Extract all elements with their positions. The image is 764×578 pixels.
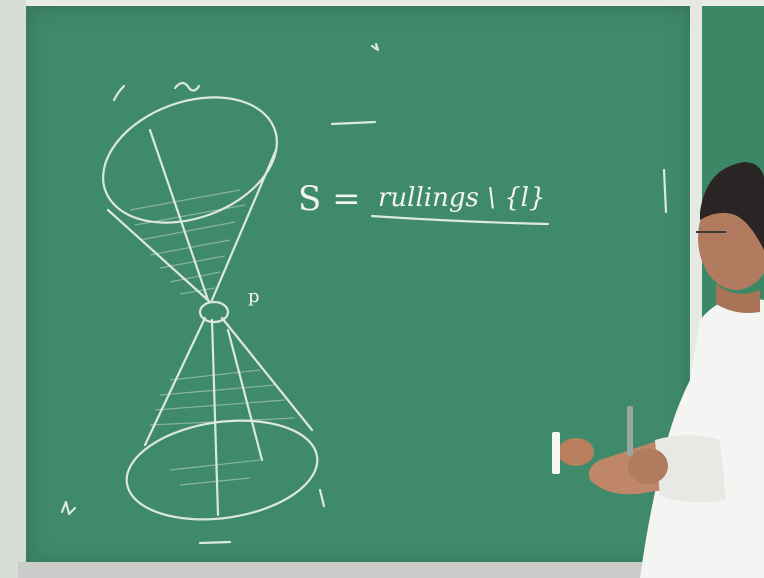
apex-label-p: p [248,286,260,307]
lecturer-figure [552,162,764,578]
chalk-mark-right [662,168,668,214]
upper-cone-ruling [148,128,210,302]
chalkboard-main [26,6,692,566]
lower-cone-left-side [143,316,207,447]
chalk-stick [552,432,560,474]
formula-rhs: rullings \ {l} [378,183,546,213]
pen-in-pocket [627,406,633,456]
upper-cone-left-side [106,208,212,304]
lower-shading [149,369,296,486]
lower-cone-ruling [210,318,220,517]
lower-cone-rim [125,419,319,521]
chalk-dash [330,120,377,126]
lecturer-hair [700,162,764,250]
lecturer-neck [716,284,760,313]
formula-lhs: S = [298,179,361,219]
chalk-mark-bottom-left [60,500,77,516]
upper-cone-rim [102,96,278,224]
lecturer-hand-2 [628,448,668,484]
board-bottom-frame [18,562,718,578]
upper-shading [129,189,246,295]
chalk-mark-top [173,81,201,92]
chalk-mark-left [112,84,126,102]
lecturer-hand [558,438,594,466]
chalk-mark-lower [318,488,326,508]
wall-left-edge [0,0,26,578]
chalk-mark-top-center [370,42,380,52]
lower-cone-right-side [220,316,314,432]
lower-cone-ruling-2 [226,328,264,462]
chalk-dash-2 [198,540,232,545]
lecturer-sleeve [655,435,726,503]
formula-underline [370,214,550,226]
apex-circle [198,300,230,324]
upper-cone-right-side [210,148,278,302]
